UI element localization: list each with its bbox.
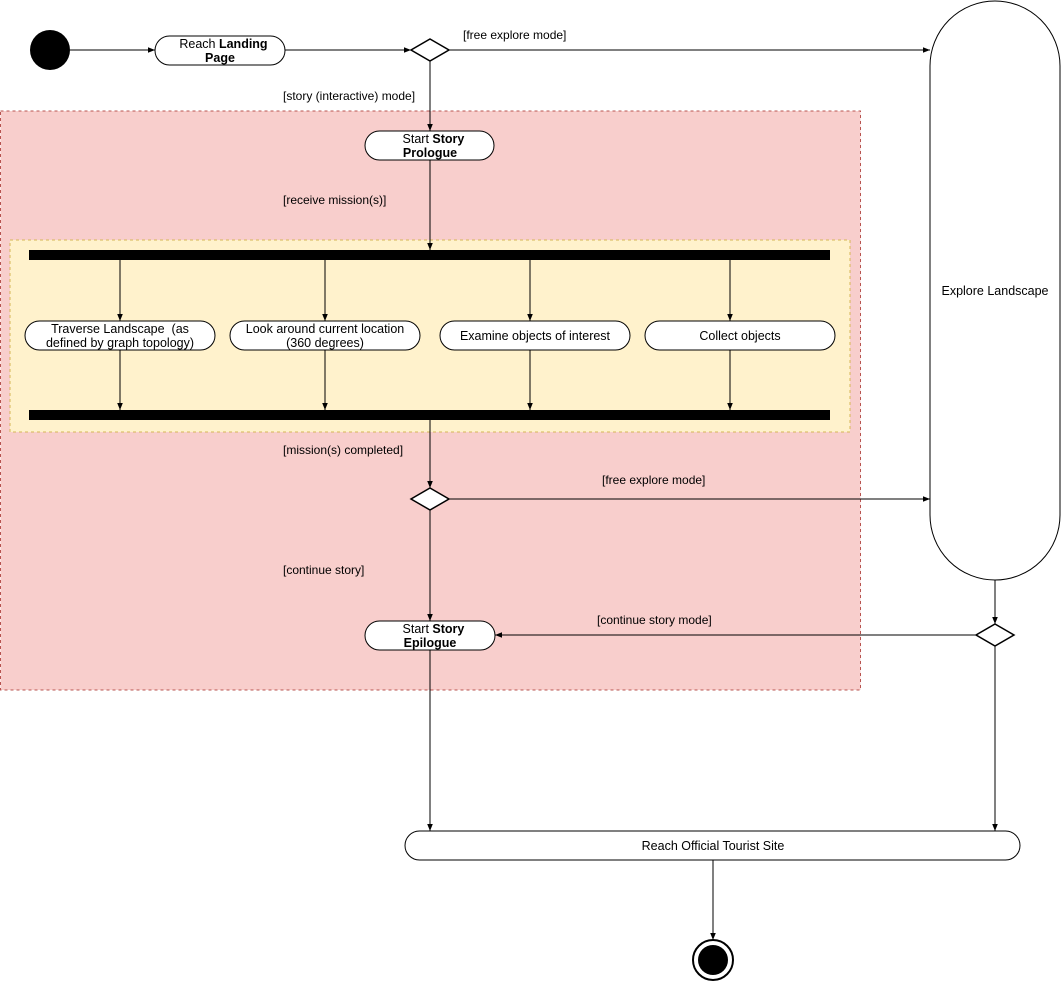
start-story-prologue-node[interactable]: Start Story Prologue [364,130,495,161]
collect-label: Collect objects [699,329,780,343]
epilogue-pre: Start [403,622,433,636]
epilogue-bold-2: Epilogue [404,636,457,650]
prologue-bold-2: Prologue [403,146,457,160]
svg-text:Reach Landing: Reach Landing [155,37,285,51]
explore-landscape-node[interactable]: Explore Landscape [929,0,1061,581]
landing-bold-1: Landing [219,37,268,51]
reach-landing-page-node[interactable]: Reach Landing Page [154,35,286,66]
prologue-pre: Start [403,132,433,146]
tourist-label: Reach Official Tourist Site [642,839,785,853]
guard-continue-story: [continue story] [283,563,364,577]
traverse-landscape-node[interactable]: Traverse Landscape (as defined by graph … [24,320,216,351]
look-line2: (360 degrees) [286,336,364,350]
join-bar [29,410,830,420]
start-story-epilogue-node[interactable]: Start Story Epilogue [364,620,496,651]
guard-receive-missions: [receive mission(s)] [283,193,386,207]
svg-text:Start Story: Start Story [378,132,482,146]
look-line1: Look around current location [246,322,404,336]
traverse-line1: Traverse Landscape (as [51,322,189,336]
guard-free-explore-2: [free explore mode] [602,473,705,487]
guard-continue-story-mode: [continue story mode] [597,613,712,627]
prologue-bold-1: Story [432,132,464,146]
decision-mode[interactable] [409,38,451,62]
edges [70,47,998,940]
examine-objects-node[interactable]: Examine objects of interest [439,320,631,351]
examine-label: Examine objects of interest [460,329,611,343]
guard-missions-completed: [mission(s) completed] [283,443,403,457]
landing-bold-2: Page [205,51,235,65]
final-node[interactable] [692,939,734,981]
epilogue-bold-1: Story [432,622,464,636]
guard-story-mode: [story (interactive) mode] [283,89,415,103]
guard-free-explore-1: [free explore mode] [463,28,566,42]
fork-bar [29,250,830,260]
initial-node[interactable] [30,30,70,70]
traverse-line2: defined by graph topology) [46,336,194,350]
landing-pre: Reach [179,37,219,51]
look-around-node[interactable]: Look around current location (360 degree… [229,320,421,351]
decision-after-explore[interactable] [974,623,1016,647]
reach-official-tourist-site-node[interactable]: Reach Official Tourist Site [404,830,1021,861]
explore-label: Explore Landscape [941,284,1048,298]
collect-objects-node[interactable]: Collect objects [644,320,836,351]
svg-text:Start Story: Start Story [378,622,482,636]
